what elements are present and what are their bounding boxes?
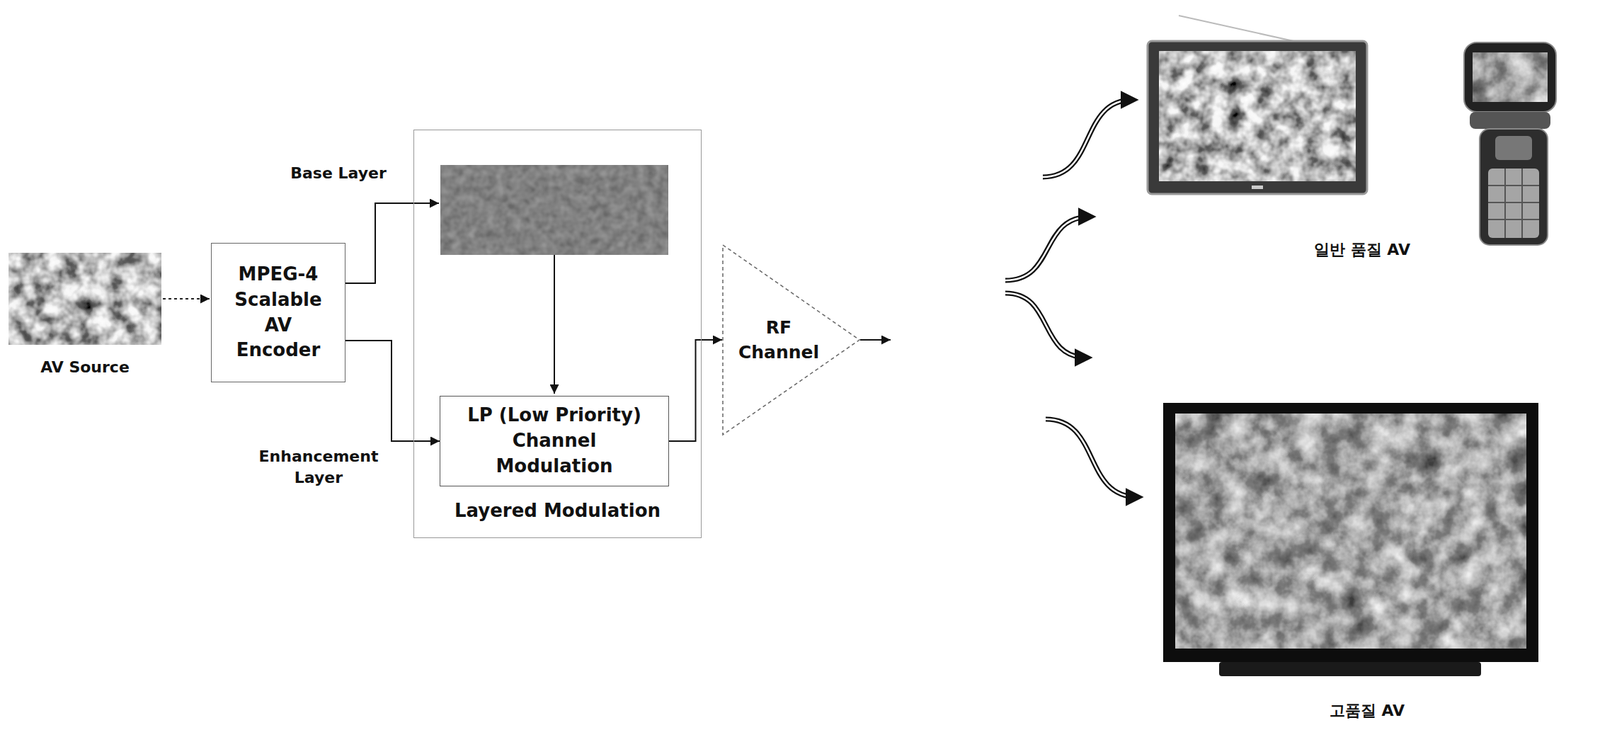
connector-arrow — [669, 339, 723, 442]
wave-arrow — [1045, 419, 1138, 497]
node-text: RF Channel — [729, 315, 829, 365]
phone-keypad — [1488, 168, 1540, 238]
phone-hinge — [1469, 111, 1551, 129]
broadcast-waves — [1005, 99, 1142, 497]
quality-caption: 고품질 AV — [1329, 700, 1405, 722]
tv-stand — [1219, 661, 1482, 677]
wave-arrowhead — [1005, 293, 1091, 358]
layer-link-arrow — [553, 254, 556, 394]
wave-arrowhead — [1042, 99, 1137, 177]
tv-logo — [1251, 185, 1264, 190]
standard-tv — [1147, 15, 1368, 194]
phone-dpad — [1495, 135, 1533, 160]
phone-screen — [1472, 52, 1548, 102]
wave-arrow — [1042, 99, 1133, 177]
phone-lid — [1464, 42, 1557, 112]
wave-arrow — [1005, 216, 1091, 281]
process-box: LP (Low Priority) Channel Modulation — [439, 395, 670, 487]
tv-frame — [1163, 402, 1539, 662]
wave-arrow — [1005, 293, 1087, 358]
layer-label: Enhancement Layer — [247, 446, 390, 488]
wave-arrowhead — [1045, 419, 1142, 497]
connector-arrow — [345, 340, 440, 442]
triangle-outline — [722, 244, 861, 436]
wave-arrow — [1005, 216, 1091, 281]
wave-arrow — [1005, 293, 1087, 358]
image-caption: AV Source — [40, 356, 130, 379]
triangle-outline — [722, 244, 860, 435]
phone-body — [1479, 128, 1548, 245]
av-source-image — [8, 252, 162, 345]
hp-modulation-block — [440, 164, 669, 255]
node-text: MPEG-4 Scalable AV Encoder — [222, 261, 335, 364]
wave-arrowhead — [1005, 216, 1095, 281]
rf-triangle: RF Channel — [722, 244, 861, 436]
tv-sheen — [1178, 15, 1307, 44]
tv-frame — [1147, 41, 1368, 194]
input-arrow — [162, 298, 210, 300]
phone-keys — [1488, 168, 1540, 238]
base-layer-arrow — [344, 203, 439, 284]
wave-arrow — [1045, 419, 1138, 497]
tv-screen — [1175, 413, 1527, 649]
node-text: Layered Modulation — [414, 499, 701, 524]
tv-screen — [1158, 50, 1356, 182]
quality-caption: 일반 품질 AV — [1313, 239, 1411, 261]
layer-label: Base Layer — [290, 162, 387, 185]
hd-tv — [1163, 402, 1539, 677]
output-arrow — [860, 339, 891, 341]
node-text: LP (Low Priority) Channel Modulation — [455, 402, 654, 480]
encoder-box: MPEG-4 Scalable AV Encoder — [210, 242, 346, 383]
modulation-group: Layered Modulation LP (Low Priority) Chan… — [413, 129, 702, 539]
wave-arrow — [1042, 99, 1133, 177]
mobile-phone — [1464, 42, 1557, 245]
